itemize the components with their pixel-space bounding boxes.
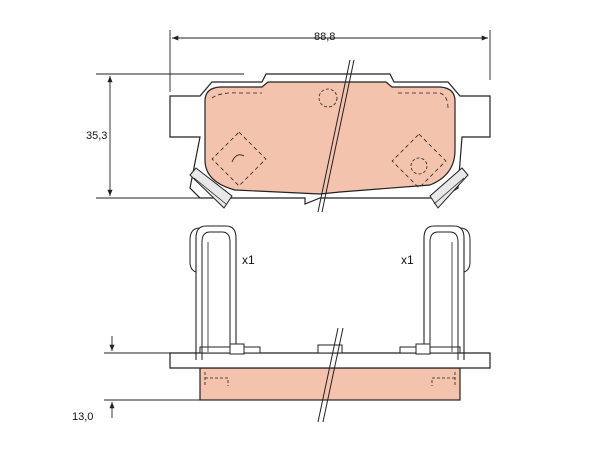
break-line-top-a	[317, 59, 351, 213]
side-hidden-rect-right	[431, 377, 455, 386]
pad-front-view	[169, 59, 491, 213]
thickness-dimension-label: 13,0	[72, 411, 94, 423]
right-clip-tab	[429, 167, 469, 209]
left-clip-quantity-label: x1	[242, 253, 255, 267]
break-line-top-b	[321, 59, 355, 213]
height-dimension-label: 35,3	[86, 130, 108, 142]
thickness-dimension	[104, 336, 200, 418]
right-spring-clip	[415, 225, 471, 360]
break-line-bottom-a	[317, 327, 339, 423]
pad-side-view	[169, 225, 491, 423]
left-clip-tab	[189, 167, 233, 209]
width-dimension	[169, 30, 491, 92]
right-clip-tab-line	[433, 177, 465, 205]
side-hidden-rect-left	[205, 377, 229, 386]
left-pin-arc	[231, 154, 245, 163]
hidden-edge-dashed	[211, 92, 449, 109]
side-plate-center-tab	[317, 344, 343, 354]
top-pin-circle-dashed	[318, 88, 338, 108]
break-line-bottom-b	[322, 327, 344, 423]
width-dimension-label: 88,8	[314, 31, 336, 43]
height-dimension	[96, 73, 244, 199]
right-pin-circle-dashed	[410, 157, 428, 175]
left-clip-seat-dashed	[211, 131, 267, 187]
right-clip-quantity-label: x1	[401, 253, 414, 267]
friction-material	[204, 81, 456, 195]
right-clip-seat-dashed	[391, 133, 447, 189]
side-friction-material	[199, 367, 461, 401]
side-backing-plate	[169, 352, 491, 369]
left-spring-clip	[189, 225, 245, 360]
left-clip-tab-line	[193, 177, 227, 205]
